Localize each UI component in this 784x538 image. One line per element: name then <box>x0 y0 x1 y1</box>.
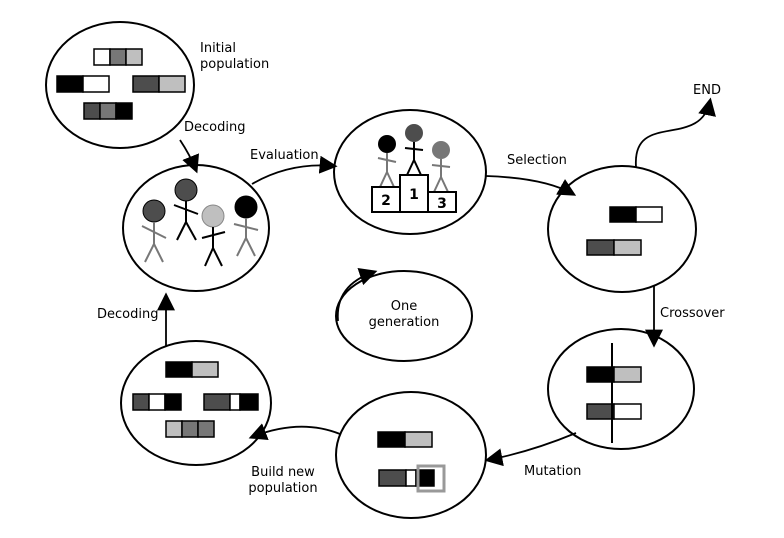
podium-block-first <box>399 174 429 213</box>
podium-figure-first <box>404 124 424 176</box>
crossover-node <box>547 328 695 450</box>
evaluation-label: Evaluation <box>250 148 319 163</box>
new-population-node <box>120 340 272 466</box>
arrow-mutation <box>484 432 577 467</box>
chromosome <box>586 403 642 420</box>
arrow-selection <box>485 175 577 196</box>
arrow-evaluation <box>251 155 338 185</box>
podium-label-third: 3 <box>437 196 447 212</box>
podium-figure-third <box>431 141 451 193</box>
initial-population-node <box>45 21 195 149</box>
individual-figure <box>141 199 167 263</box>
arrow-decoding-top <box>179 139 200 174</box>
build-new-population-label: Build new population <box>248 465 318 496</box>
one-generation-label: One generation <box>368 299 440 330</box>
chromosome <box>586 239 642 256</box>
podium-block-third <box>427 191 457 213</box>
chromosome <box>377 431 433 448</box>
podium-label-second: 2 <box>381 193 391 209</box>
podium-block-second <box>371 186 401 213</box>
one-generation-node <box>335 270 473 362</box>
chromosome <box>165 361 219 378</box>
chromosome <box>132 393 182 411</box>
end-label: END <box>693 83 721 98</box>
decoding-left-label: Decoding <box>97 307 159 322</box>
individual-figure <box>233 195 259 257</box>
chromosome <box>586 366 642 383</box>
chromosome <box>203 393 259 411</box>
chromosome <box>378 469 435 487</box>
chromosome <box>165 420 215 438</box>
mutation-node <box>335 391 487 519</box>
mutation-label: Mutation <box>524 464 582 479</box>
mutation-highlight-box <box>416 464 446 493</box>
podium-label-first: 1 <box>409 187 419 203</box>
crossover-label: Crossover <box>660 306 725 321</box>
selection-label: Selection <box>507 153 567 168</box>
chromosome <box>609 206 663 223</box>
arrow-one-generation-loop <box>336 268 378 322</box>
initial-population-label: Initial population <box>200 41 270 72</box>
individual-figure <box>173 178 199 241</box>
decoding-top-label: Decoding <box>184 120 246 135</box>
chromosome <box>132 75 186 93</box>
chromosome <box>93 48 143 66</box>
selected-parents-node <box>547 165 697 293</box>
arrow-end <box>635 97 716 168</box>
chromosome <box>56 75 110 93</box>
podium-figure-second <box>377 135 397 188</box>
individual-figure <box>201 204 226 267</box>
arrow-build-new-population <box>248 423 341 441</box>
chromosome <box>83 102 133 120</box>
